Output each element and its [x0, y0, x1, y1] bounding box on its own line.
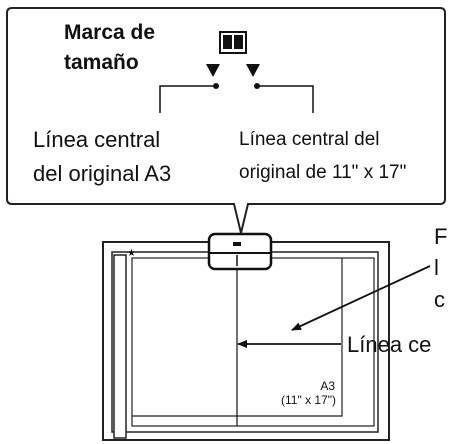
paper-size-label: A3 [320, 379, 335, 393]
size-mark-highlight [207, 232, 273, 271]
size-mark-title-line1: Marca de [64, 21, 155, 44]
book-icon [219, 31, 247, 54]
right-label-partial-2: l [434, 255, 439, 280]
size-mark-title-line2: tamaño [64, 51, 139, 74]
original-area [131, 257, 375, 427]
left-leader-line [159, 85, 216, 113]
corner-star-icon: ★ [127, 248, 136, 259]
glass-left-strip [113, 254, 127, 439]
left-triangle-marker [206, 64, 220, 77]
a3-center-line-label-line2: del original A3 [33, 161, 171, 186]
right-label-partial-1: F [434, 224, 447, 249]
callout-bubble [6, 7, 446, 234]
right-leader-line [257, 85, 314, 113]
paper-size-alt-label: (11" x 17") [281, 393, 336, 407]
right-triangle-marker [246, 64, 260, 77]
ledger-center-line-label-line1: Línea central del [239, 129, 380, 150]
ledger-center-line-label-line2: original de 11" x 17" [239, 162, 406, 183]
a3-center-line-label-line1: Línea central [33, 127, 160, 152]
original-pointer-arrow [291, 265, 431, 331]
center-line-label-partial: Línea ce [347, 332, 431, 357]
right-label-partial-3: c [434, 287, 445, 312]
size-mark-small-icon [233, 242, 241, 246]
ledger-outline [132, 258, 343, 417]
